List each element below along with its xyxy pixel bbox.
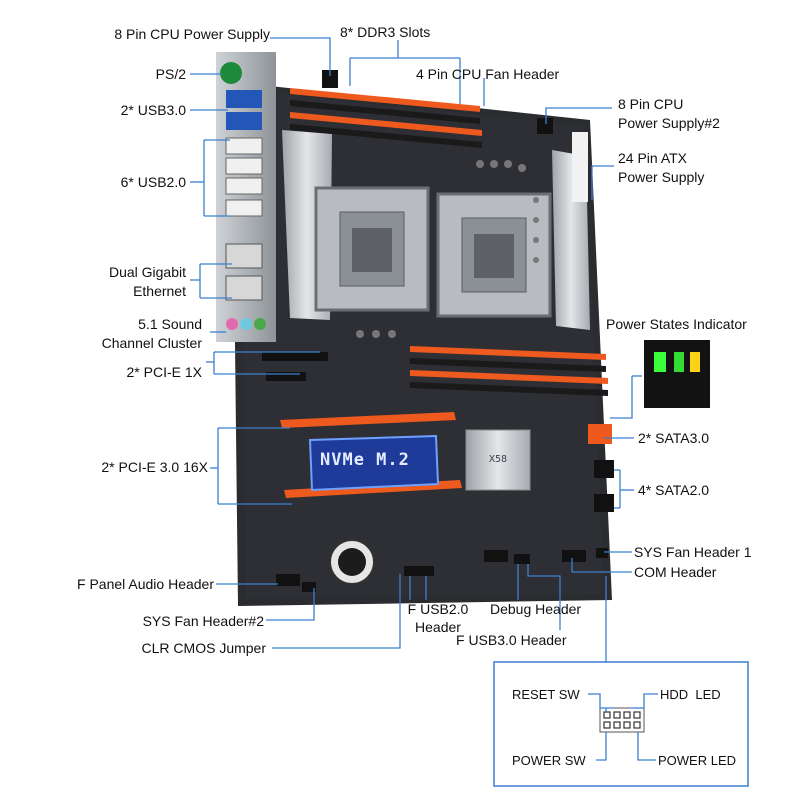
label-power-sw: POWER SW bbox=[512, 753, 586, 768]
label-reset-sw: RESET SW bbox=[512, 687, 580, 702]
cpu-power-connector-2 bbox=[537, 118, 553, 134]
cpu-socket-2 bbox=[436, 192, 552, 318]
label-usb3: 2* USB3.0 bbox=[120, 102, 186, 118]
label-cpu-power2-line2: Power Supply#2 bbox=[618, 115, 720, 131]
label-f-usb20-line1: F USB2.0 bbox=[407, 601, 469, 617]
front-panel-pins bbox=[599, 707, 645, 733]
sys-fan1-connector bbox=[596, 548, 608, 558]
pcie-1x-slot-1 bbox=[262, 352, 328, 361]
ps2-port bbox=[220, 62, 242, 84]
label-f-usb30: F USB3.0 Header bbox=[456, 632, 567, 648]
label-cpu-power2-line1: 8 Pin CPU bbox=[618, 96, 684, 112]
label-ddr3-slots: 8* DDR3 Slots bbox=[340, 24, 431, 40]
label-clr-cmos: CLR CMOS Jumper bbox=[141, 640, 266, 656]
f-panel-audio-connector bbox=[276, 574, 300, 586]
label-cpu-fan: 4 Pin CPU Fan Header bbox=[416, 66, 560, 82]
usb2-port-1 bbox=[225, 137, 263, 155]
label-sys-fan1: SYS Fan Header 1 bbox=[634, 544, 752, 560]
power-states-led-photo bbox=[644, 340, 710, 408]
sata2-port-1 bbox=[594, 460, 614, 478]
label-sys-fan2: SYS Fan Header#2 bbox=[142, 613, 264, 629]
ddr3-slots-top bbox=[290, 88, 482, 148]
label-ethernet-line1: Dual Gigabit bbox=[108, 264, 186, 280]
audio-jack-pink bbox=[226, 318, 238, 330]
audio-jack-blue bbox=[240, 318, 252, 330]
label-f-panel-audio: F Panel Audio Header bbox=[77, 576, 214, 592]
ethernet-port-2 bbox=[225, 275, 263, 301]
label-ethernet-line2: Ethernet bbox=[133, 283, 186, 299]
label-cpu-power: 8 Pin CPU Power Supply bbox=[114, 26, 270, 42]
usb2-port-3 bbox=[225, 177, 263, 195]
led-yellow bbox=[690, 352, 700, 372]
label-power-states: Power States Indicator bbox=[606, 316, 747, 332]
sys-fan2-connector bbox=[302, 582, 316, 592]
label-power-led: POWER LED bbox=[658, 753, 737, 768]
label-atx-line1: 24 Pin ATX bbox=[618, 150, 688, 166]
label-sata2: 4* SATA2.0 bbox=[638, 482, 710, 498]
sata2-port-2 bbox=[594, 494, 614, 512]
led-green-2 bbox=[674, 352, 684, 372]
label-atx-line2: Power Supply bbox=[618, 169, 705, 185]
label-pcie-1x: 2* PCI-E 1X bbox=[126, 364, 202, 380]
pcie-16x-slot-1 bbox=[280, 412, 456, 428]
front-panel-box bbox=[493, 661, 749, 787]
label-hdd-led: HDD LED bbox=[660, 687, 721, 702]
label-sata3: 2* SATA3.0 bbox=[638, 430, 710, 446]
usb2-port-2 bbox=[225, 157, 263, 175]
nvme-label: NVMe M.2 bbox=[320, 450, 410, 470]
label-com: COM Header bbox=[634, 564, 717, 580]
nvme-slot bbox=[308, 434, 440, 492]
label-sound-line1: 5.1 Sound bbox=[138, 316, 202, 332]
label-usb2: 6* USB2.0 bbox=[120, 174, 186, 190]
leader-lines bbox=[190, 37, 642, 662]
f-usb30-connector bbox=[484, 550, 508, 562]
label-sound-line2: Channel Cluster bbox=[101, 335, 202, 351]
pcie-1x-slot-2 bbox=[266, 372, 306, 381]
audio-jack-green bbox=[254, 318, 266, 330]
cpu-power-connector-1 bbox=[322, 70, 338, 88]
usb3-port-1 bbox=[226, 90, 262, 108]
com-connector bbox=[562, 550, 586, 562]
f-usb20-connector bbox=[404, 566, 434, 576]
label-debug: Debug Header bbox=[490, 601, 582, 617]
sata3-ports bbox=[588, 424, 612, 444]
label-ps2: PS/2 bbox=[155, 66, 186, 82]
svg-text:X58: X58 bbox=[489, 454, 507, 465]
led-green bbox=[654, 352, 666, 372]
usb3-port-2 bbox=[226, 112, 262, 130]
atx-24pin-connector bbox=[572, 132, 588, 202]
ddr3-slots-bottom bbox=[410, 346, 608, 396]
cpu-socket-1 bbox=[314, 186, 430, 312]
label-pcie-16x: 2* PCI-E 3.0 16X bbox=[101, 459, 208, 475]
debug-connector bbox=[514, 554, 530, 564]
label-f-usb20-line2: Header bbox=[415, 619, 461, 635]
usb2-port-4 bbox=[225, 199, 263, 217]
chipset-heatsink bbox=[465, 429, 531, 491]
